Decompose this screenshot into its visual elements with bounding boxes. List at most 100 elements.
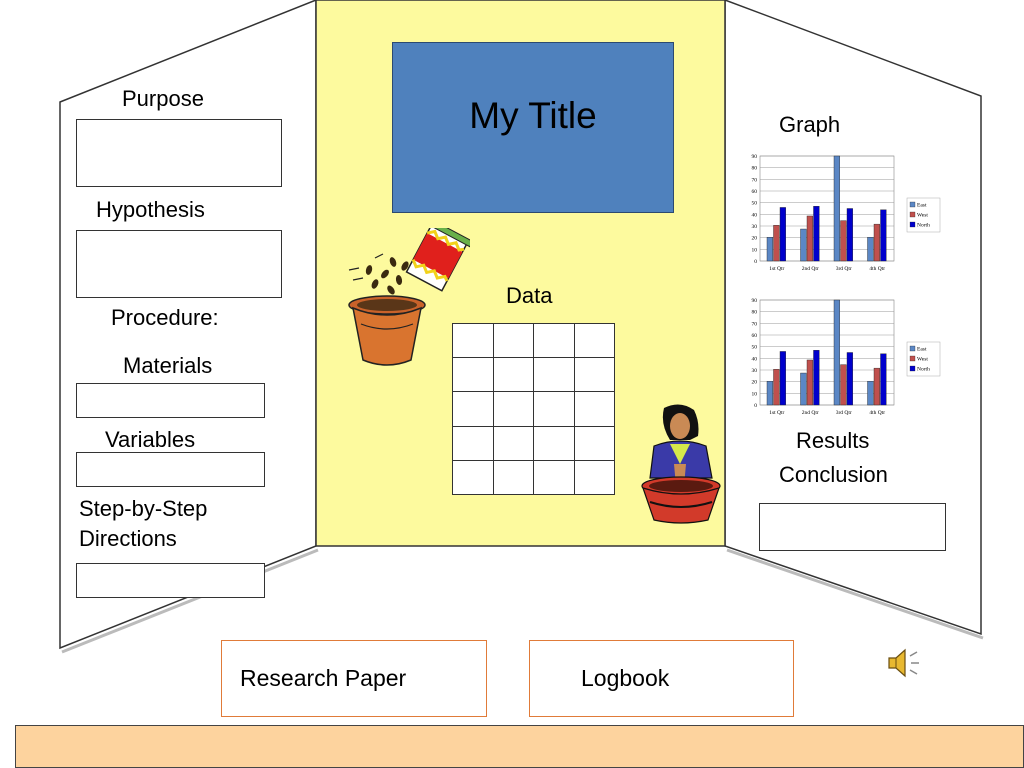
bar-north <box>779 207 786 262</box>
bar-west <box>840 220 847 262</box>
legend-swatch <box>909 365 916 372</box>
y-tick-label: 80 <box>752 310 758 316</box>
data-table-cell[interactable] <box>492 459 534 496</box>
data-table-cell[interactable] <box>533 425 575 461</box>
bar-east <box>867 236 874 262</box>
y-tick-label: 80 <box>752 166 758 172</box>
bar-north <box>880 353 887 406</box>
x-tick-label: 3rd Qtr <box>836 410 852 416</box>
left-panel-shadow <box>61 548 319 654</box>
bar-west <box>806 215 813 262</box>
purpose-box[interactable] <box>76 119 282 187</box>
y-tick-label: 10 <box>752 247 758 253</box>
y-tick-label: 10 <box>752 391 758 397</box>
flower-pot <box>348 295 426 366</box>
seed-packet <box>405 228 470 292</box>
y-tick-label: 0 <box>754 403 757 409</box>
conclusion-box[interactable] <box>759 503 946 551</box>
data-table-cell[interactable] <box>573 391 615 427</box>
falling-seeds <box>365 257 409 295</box>
seed-packet-pot-icon <box>348 228 470 366</box>
bar-west <box>773 225 780 262</box>
bar-north <box>846 208 853 262</box>
bar-west <box>840 364 847 406</box>
steps-box[interactable] <box>76 563 265 598</box>
data-table-cell[interactable] <box>573 322 615 359</box>
title-box[interactable]: My Title <box>392 42 674 213</box>
y-tick-label: 60 <box>752 189 758 195</box>
bar-west <box>873 223 880 262</box>
variables-box[interactable] <box>76 452 265 487</box>
board-title: My Title <box>469 95 597 136</box>
data-table-row <box>452 322 615 359</box>
bar-east <box>766 380 773 406</box>
legend-label: North <box>917 367 930 373</box>
data-table-cell[interactable] <box>492 391 534 427</box>
purpose-label: Purpose <box>122 86 204 111</box>
data-table-cell[interactable] <box>533 322 575 359</box>
right-panel-shadow <box>726 548 984 640</box>
bar-north <box>813 206 820 262</box>
bar-west <box>773 369 780 406</box>
data-table-cell[interactable] <box>573 357 615 393</box>
data-table-cell[interactable] <box>533 459 575 496</box>
data-table-cell[interactable] <box>492 322 534 359</box>
y-tick-label: 40 <box>752 212 758 218</box>
bar-east <box>766 236 773 262</box>
legend-swatch <box>909 221 916 228</box>
materials-box[interactable] <box>76 383 265 418</box>
data-table-cell[interactable] <box>573 459 615 496</box>
bar-east <box>833 299 840 406</box>
steps-label-line1: Step-by-Step <box>79 496 208 521</box>
steps-label-line2: Directions <box>79 526 177 551</box>
research-paper-button[interactable]: Research Paper <box>221 640 487 717</box>
data-table-cell[interactable] <box>452 425 494 461</box>
data-table-row <box>452 357 615 393</box>
legend-label: East <box>917 203 927 209</box>
x-tick-label: 2nd Qtr <box>802 266 819 272</box>
bar-west <box>873 367 880 406</box>
y-tick-label: 20 <box>752 236 758 242</box>
procedure-label: Procedure: <box>111 305 219 330</box>
bar-east <box>867 380 874 406</box>
legend-label: West <box>917 357 928 363</box>
data-label: Data <box>506 283 553 308</box>
legend-swatch <box>909 201 916 208</box>
materials-label: Materials <box>123 353 213 378</box>
data-table-cell[interactable] <box>573 425 615 461</box>
data-table-cell[interactable] <box>492 425 534 461</box>
y-tick-label: 60 <box>752 333 758 339</box>
data-table-cell[interactable] <box>452 391 494 427</box>
results-label: Results <box>796 428 870 453</box>
y-tick-label: 70 <box>752 177 758 183</box>
x-tick-label: 3rd Qtr <box>836 266 852 272</box>
data-table <box>452 322 615 496</box>
legend-label: East <box>917 347 927 353</box>
data-table-cell[interactable] <box>492 357 534 393</box>
variables-label: Variables <box>105 427 196 452</box>
legend-swatch <box>909 211 916 218</box>
bar-north <box>846 352 853 406</box>
speaker-icon[interactable] <box>886 646 922 680</box>
legend-label: West <box>917 213 928 219</box>
y-tick-label: 50 <box>752 345 758 351</box>
data-table-row <box>452 425 615 461</box>
x-tick-label: 1st Qtr <box>769 266 784 272</box>
hypothesis-box[interactable] <box>76 230 282 298</box>
hypothesis-label: Hypothesis <box>96 197 205 222</box>
data-table-cell[interactable] <box>533 391 575 427</box>
x-tick-label: 2nd Qtr <box>802 410 819 416</box>
gardener-icon <box>641 404 721 524</box>
bar-east <box>800 228 807 262</box>
y-tick-label: 20 <box>752 380 758 386</box>
legend-label: North <box>917 223 930 229</box>
data-table-row <box>452 391 615 427</box>
logbook-button[interactable]: Logbook <box>529 640 794 717</box>
data-table-cell[interactable] <box>452 322 494 359</box>
bar-north <box>813 350 820 406</box>
data-table-cell[interactable] <box>452 459 494 496</box>
data-table-cell[interactable] <box>533 357 575 393</box>
